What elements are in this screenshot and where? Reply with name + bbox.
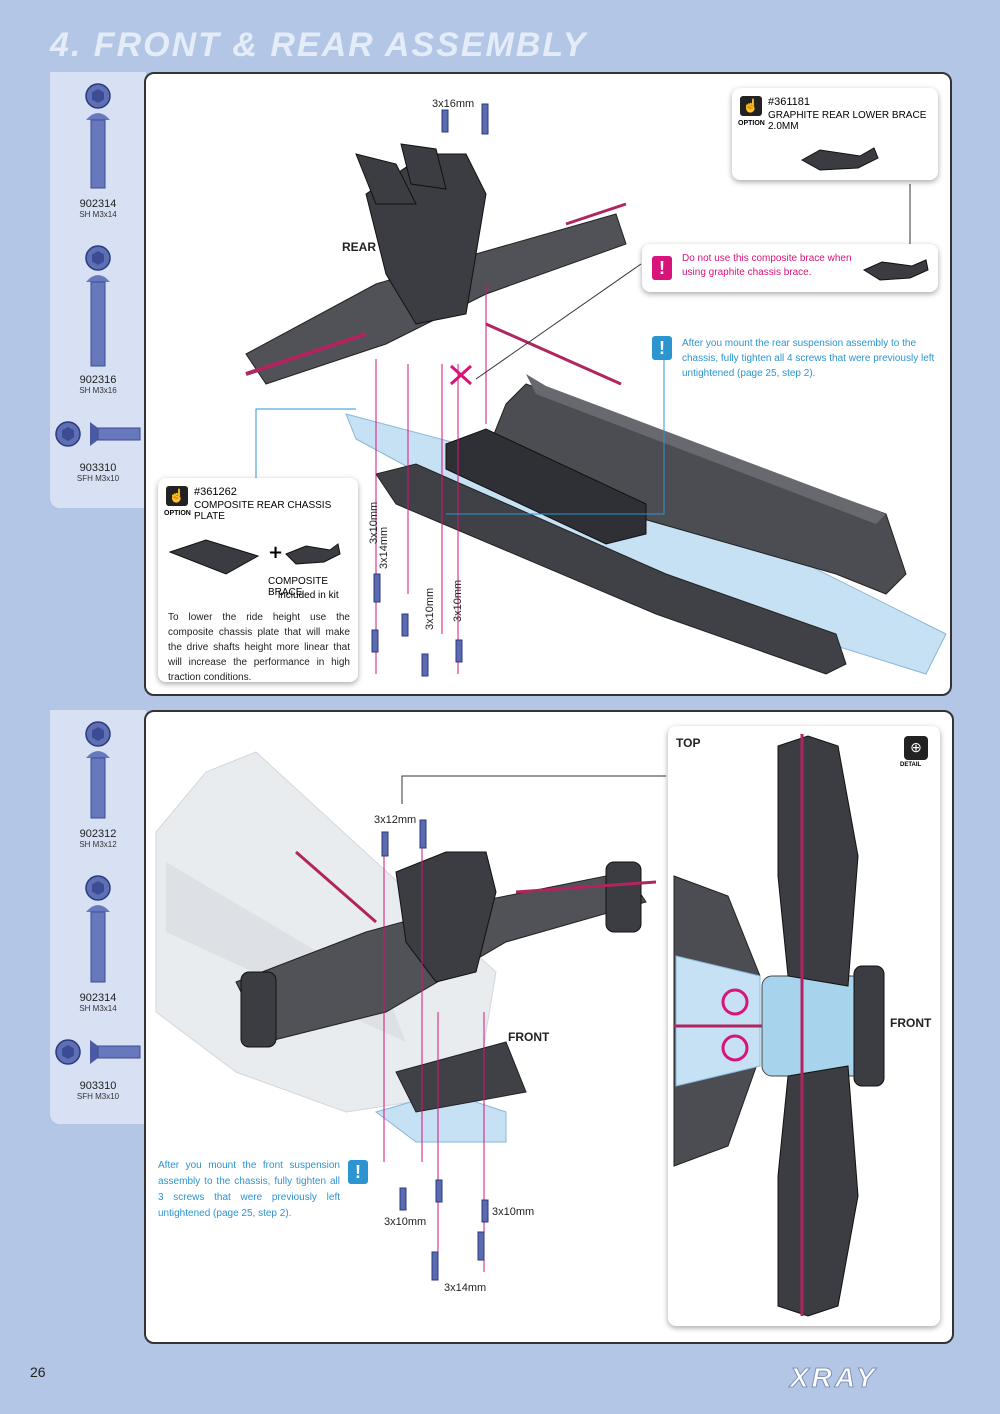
part-code: 902316 bbox=[79, 374, 117, 386]
screw-illustrations-top bbox=[55, 83, 141, 447]
warning-callout: ! Do not use this composite brace when u… bbox=[642, 244, 938, 292]
dim-3x10mm-b: 3x10mm bbox=[424, 587, 436, 630]
info-icon: ! bbox=[348, 1160, 368, 1184]
rear-label: REAR bbox=[342, 240, 377, 254]
part-desc: SH M3x12 bbox=[79, 840, 117, 849]
front-info-text: After you mount the front suspension ass… bbox=[158, 1160, 340, 1219]
part-902312: 902312 SH M3x12 bbox=[50, 828, 146, 849]
front-assembly-panel: 3x12mm 3x10mm 3x10mm 3x14mm FRONT After … bbox=[144, 710, 954, 1344]
top-detail-diagram bbox=[673, 734, 885, 1317]
dim-3x10mm-c: 3x10mm bbox=[452, 579, 464, 622]
screw-902316-icon bbox=[85, 245, 111, 367]
rear-frame-shape bbox=[375, 463, 847, 675]
part-desc: SH M3x16 bbox=[79, 386, 117, 395]
top-detail-view: TOP ⊕ DETAIL FRONT bbox=[668, 726, 940, 1326]
part-desc: SH M3x14 bbox=[79, 1004, 117, 1013]
part-code: 902314 bbox=[79, 198, 117, 210]
screw-903310-icon bbox=[55, 421, 141, 447]
page-title: 4. FRONT & REAR ASSEMBLY bbox=[50, 26, 588, 64]
graphite-brace-shape bbox=[445, 428, 647, 545]
page-number: 26 bbox=[30, 1364, 46, 1380]
screw-902314-icon bbox=[85, 875, 111, 983]
option-name: GRAPHITE REAR LOWER BRACE 2.0MM bbox=[768, 110, 927, 132]
front-bumper-shape bbox=[395, 851, 497, 983]
detail-icon: ⊕ bbox=[904, 736, 928, 760]
option-name: COMPOSITE REAR CHASSIS PLATE bbox=[194, 500, 332, 522]
dim-3x16mm: 3x16mm bbox=[432, 98, 475, 110]
option-composite-plate-callout: ☝ OPTION #361262 COMPOSITE REAR CHASSIS … bbox=[158, 478, 358, 683]
option-tag: OPTION bbox=[164, 510, 191, 517]
upper-arm-shape bbox=[777, 735, 859, 987]
composite-plate-text: To lower the ride height use the composi… bbox=[168, 612, 350, 683]
warning-text: Do not use this composite brace when usi… bbox=[682, 253, 852, 278]
thumbs-up-icon: ☝ bbox=[166, 486, 188, 506]
option-graphite-brace-callout: ☝ OPTION #361181 GRAPHITE REAR LOWER BRA… bbox=[732, 88, 938, 180]
composite-brace-illustration bbox=[862, 259, 929, 281]
part-desc: SFH M3x10 bbox=[76, 474, 120, 483]
graphite-brace-illustration bbox=[800, 147, 879, 171]
parts-sidebar-bottom: 902312 SH M3x12 902314 SH M3x14 903310 S… bbox=[50, 710, 146, 1124]
composite-plate-illustration: + bbox=[168, 539, 341, 575]
svg-text:+: + bbox=[268, 542, 283, 563]
lower-arm-shape bbox=[777, 1065, 859, 1317]
composite-brace-note: included in kit bbox=[278, 590, 339, 601]
screw-902312-icon bbox=[85, 721, 111, 819]
part-903310: 903310 SFH M3x10 bbox=[50, 1080, 146, 1101]
composite-brace-label: COMPOSITE BRACE bbox=[268, 576, 329, 598]
part-code: 902314 bbox=[79, 992, 117, 1004]
screw-illustrations-bottom bbox=[55, 721, 141, 1065]
dim-3x12mm: 3x12mm bbox=[374, 814, 417, 826]
screw-902314-icon bbox=[85, 83, 111, 189]
part-902314: 902314 SH M3x14 bbox=[50, 992, 146, 1013]
parts-sidebar-top: 902314 SH M3x14 902316 SH M3x16 903310 S… bbox=[50, 72, 146, 508]
dim-3x10mm-right: 3x10mm bbox=[492, 1206, 535, 1218]
part-code: 903310 bbox=[79, 1080, 117, 1092]
part-903310: 903310 SFH M3x10 bbox=[50, 462, 146, 483]
rear-assembly-panel: 3x16mm 3x10mm 3x14mm 3x10mm 3x10mm REAR … bbox=[144, 72, 952, 696]
front-assembly-diagram bbox=[155, 751, 666, 1281]
part-desc: SH M3x14 bbox=[79, 210, 117, 219]
warning-icon: ! bbox=[652, 256, 672, 280]
part-902314: 902314 SH M3x14 bbox=[50, 198, 146, 219]
top-label: TOP bbox=[676, 736, 701, 750]
rear-info-text: After you mount the rear suspension asse… bbox=[682, 338, 935, 379]
part-902316: 902316 SH M3x16 bbox=[50, 374, 146, 395]
detail-tag: DETAIL bbox=[900, 762, 922, 768]
info-icon: ! bbox=[652, 336, 672, 360]
option-code: #361262 bbox=[194, 486, 237, 498]
dim-3x14mm: 3x14mm bbox=[378, 526, 390, 569]
detail-front-label: FRONT bbox=[890, 1016, 932, 1030]
front-label: FRONT bbox=[508, 1030, 550, 1044]
part-code: 903310 bbox=[79, 462, 117, 474]
dim-3x14mm: 3x14mm bbox=[444, 1282, 487, 1294]
option-tag: OPTION bbox=[738, 120, 765, 127]
option-code: #361181 bbox=[768, 96, 811, 108]
brand-logo: XRAY bbox=[790, 1362, 878, 1394]
part-desc: SFH M3x10 bbox=[76, 1092, 120, 1101]
thumbs-up-icon: ☝ bbox=[740, 96, 762, 116]
rear-assembly-diagram bbox=[245, 103, 947, 677]
screw-903310-icon bbox=[55, 1039, 141, 1065]
part-code: 902312 bbox=[79, 828, 117, 840]
dim-3x10mm-left: 3x10mm bbox=[384, 1216, 427, 1228]
